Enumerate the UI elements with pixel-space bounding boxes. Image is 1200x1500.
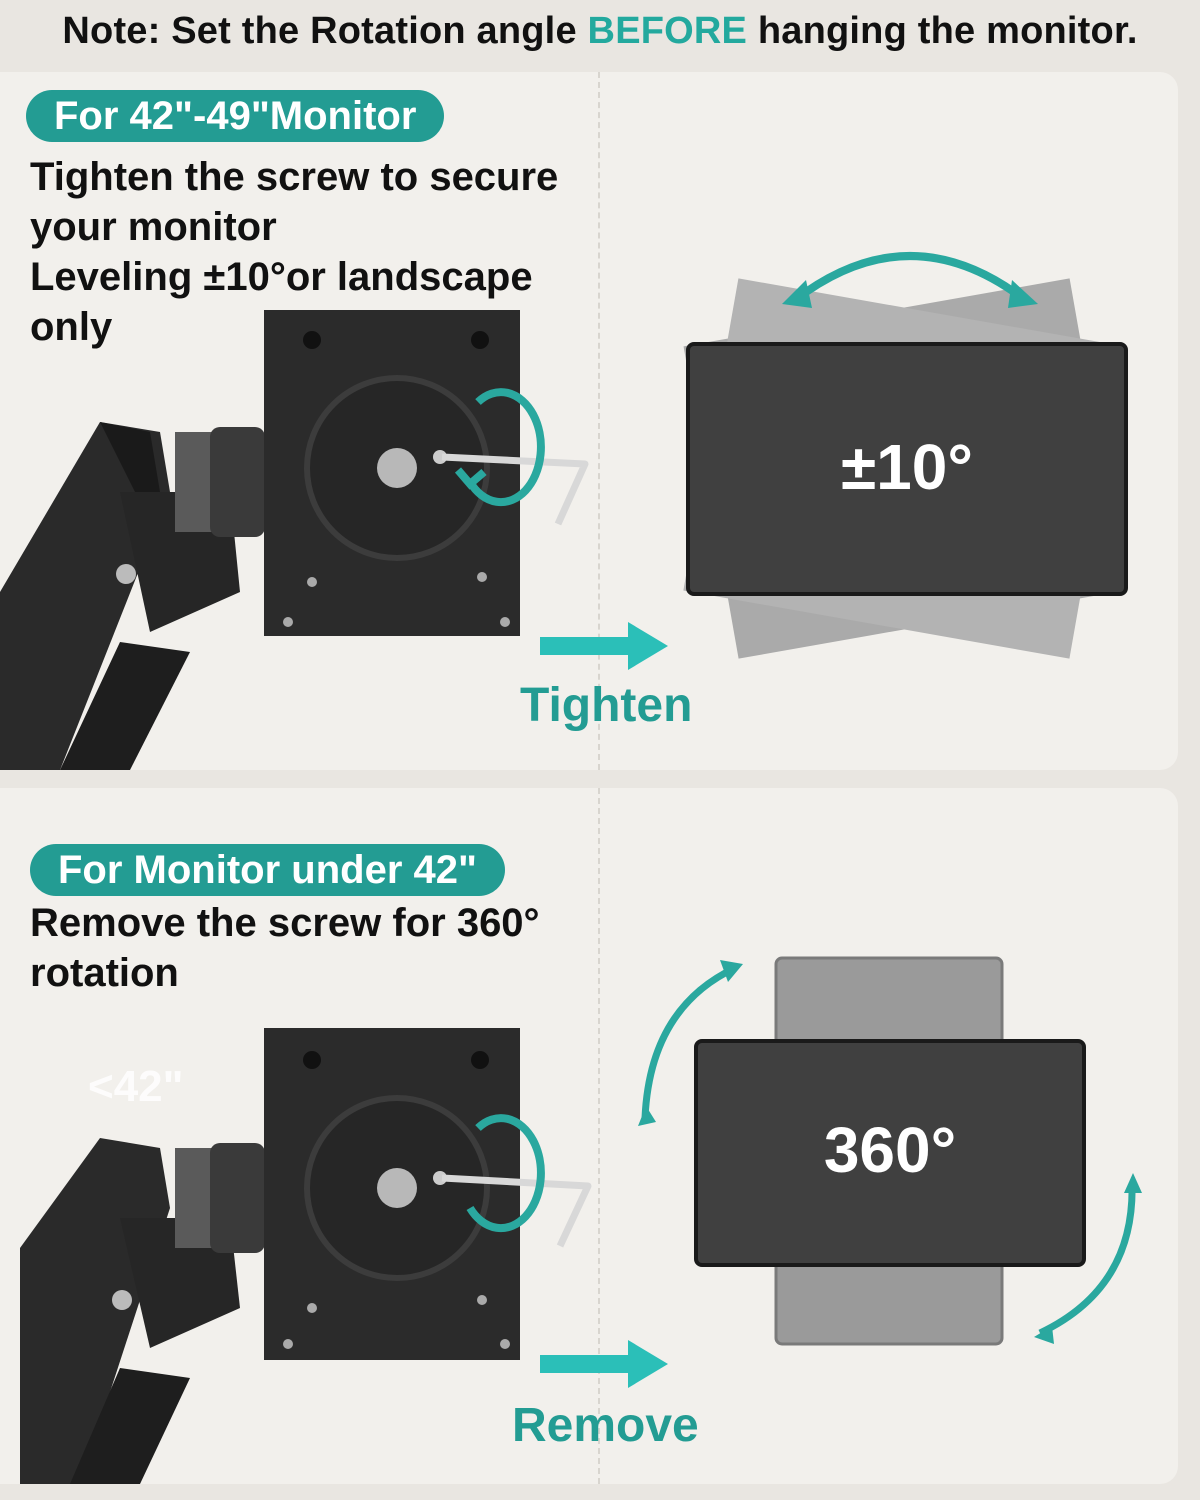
note-highlight: BEFORE xyxy=(587,10,748,52)
remove-illustration xyxy=(20,956,1142,1484)
faint-size-label: <42" xyxy=(88,1062,184,1111)
top-description-line: your monitor xyxy=(30,205,277,249)
bottom-description-line: rotation xyxy=(30,951,179,995)
top-description-line: Leveling ±10°or landscape xyxy=(30,255,533,299)
allen-key-icon xyxy=(441,1174,592,1248)
tilt-angle-label: ±10° xyxy=(841,431,973,503)
rotation-arrow-icon xyxy=(641,964,1136,1337)
bottom-description-line: Remove the screw for 360° xyxy=(30,901,540,945)
top-size-badge: For 42"-49"Monitor xyxy=(26,90,445,142)
note-prefix: Note: Set the Rotation angle xyxy=(62,10,588,52)
panel-divider xyxy=(598,788,600,1484)
monitor-arm-icon xyxy=(20,1138,265,1484)
right-arrow-icon xyxy=(540,1340,668,1388)
tighten-illustration xyxy=(0,252,1128,770)
panel-divider xyxy=(598,72,600,770)
top-description: Tighten the screw to secure your monitor… xyxy=(30,152,558,352)
right-arrow-icon xyxy=(540,622,668,670)
bottom-description: Remove the screw for 360° rotation xyxy=(30,898,540,998)
vesa-plate-icon xyxy=(264,310,520,636)
bottom-section-panel: For Monitor under 42" Remove the screw f… xyxy=(0,788,1178,1484)
top-description-line: Tighten the screw to secure xyxy=(30,155,559,199)
top-section-panel: For 42"-49"Monitor Tighten the screw to … xyxy=(0,72,1178,770)
monitor-screen-icon xyxy=(694,1039,1086,1267)
monitor-screen-icon xyxy=(686,342,1128,596)
rotate-arrow-icon xyxy=(466,1114,545,1233)
bottom-size-badge: For Monitor under 42" xyxy=(30,844,505,896)
remove-label: Remove xyxy=(512,1399,699,1452)
rotate-arrow-icon xyxy=(454,388,545,507)
note-suffix: hanging the monitor. xyxy=(747,10,1138,52)
monitor-arm-icon xyxy=(0,422,265,770)
tilt-arrow-icon xyxy=(792,252,1028,304)
allen-key-icon xyxy=(441,453,589,526)
rotation-angle-label: 360° xyxy=(823,1114,957,1186)
header-note: Note: Set the Rotation angle BEFORE hang… xyxy=(0,10,1200,53)
vesa-plate-icon xyxy=(264,1028,520,1360)
tighten-label: Tighten xyxy=(520,679,693,732)
top-description-line: only xyxy=(30,305,113,349)
